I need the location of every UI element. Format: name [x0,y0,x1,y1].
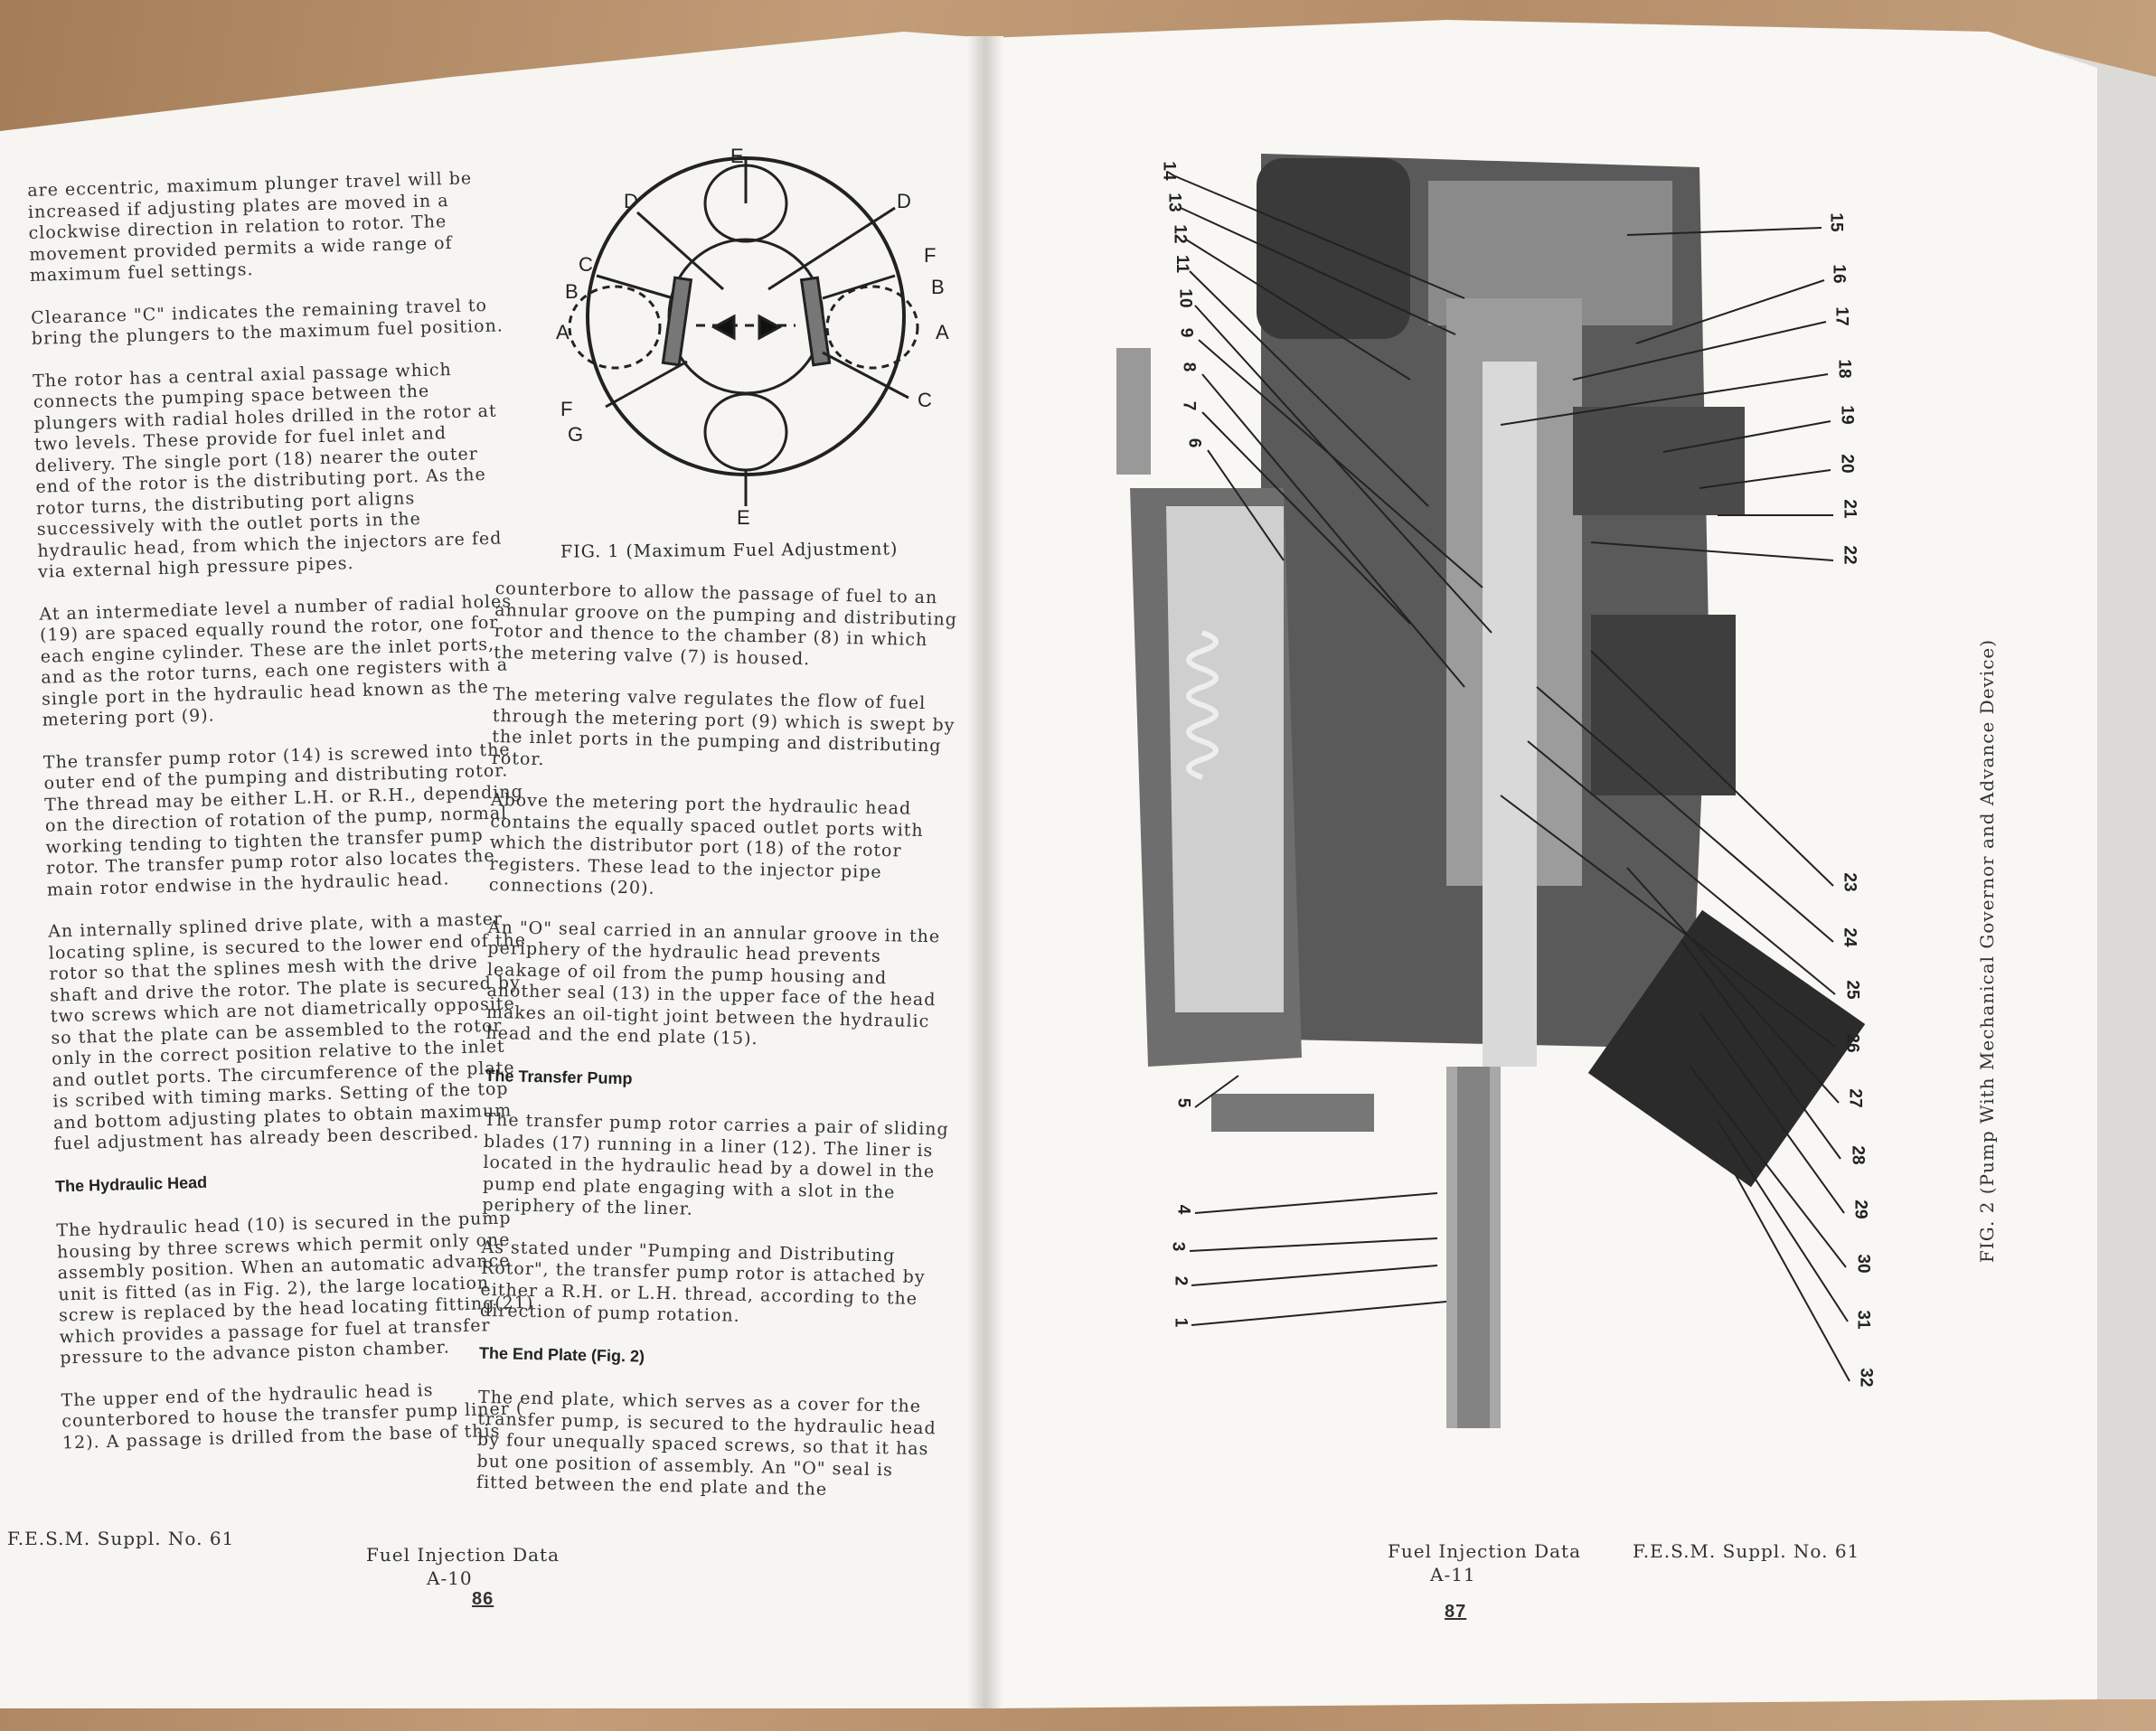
figure2-callout-number: 28 [1848,1145,1868,1165]
figure2-callout-number: 9 [1176,327,1196,338]
left-page-column-2: counterbore to allow the passage of fuel… [475,579,965,1524]
figure2-callout-number: 22 [1840,545,1859,565]
figure1-label: D [624,190,638,212]
paragraph: The transfer pump rotor carries a pair o… [482,1109,949,1219]
figure2-callout-number: 20 [1837,454,1857,474]
figure2-callout-number: 4 [1173,1204,1193,1215]
figure1-label: C [579,253,593,276]
figure1-label: F [924,244,937,267]
figure2-callout-number: 32 [1856,1368,1876,1388]
paragraph: As stated under "Pumping and Distributin… [479,1237,926,1326]
figure1-label: A [556,321,570,343]
figure2-callout-number: 15 [1826,212,1846,232]
paragraph: The upper end of the hydraulic head is c… [61,1379,524,1453]
figure2-callout-number: 18 [1834,359,1854,379]
paragraph: counterbore to allow the passage of fuel… [494,579,958,669]
figure2-callout-number: 14 [1159,161,1179,181]
figure1-label: E [730,145,744,167]
figure2-callout-number: 31 [1853,1310,1873,1330]
figure2-callout-number: 29 [1850,1199,1870,1219]
figure2-callout-number: 23 [1840,872,1859,892]
left-footer-title: Fuel Injection Data [366,1544,560,1566]
paragraph: Clearance "C" indicates the remaining tr… [30,295,504,349]
paragraph: Above the metering port the hydraulic he… [488,789,924,898]
paragraph: The rotor has a central axial passage wh… [32,359,503,582]
figure2-callout-number: 12 [1170,224,1190,244]
figure2-callout-number: 27 [1845,1088,1865,1108]
figure2-callout-number: 17 [1831,306,1851,326]
figure2-callout-number: 7 [1179,400,1199,411]
figure1-label: A [936,321,949,343]
left-page-number: 86 [472,1589,494,1609]
section-heading-transfer-pump: The Transfer Pump [485,1066,633,1087]
figure2-callout-number: 8 [1179,362,1199,372]
figure1-label: F [560,398,573,420]
figure2-callout-number: 19 [1837,405,1857,425]
left-footer-section: A-10 [427,1567,473,1589]
paragraph: At an intermediate level a number of rad… [39,590,513,730]
figure2-callout-number: 25 [1842,980,1862,1000]
figure2-callout-number: 10 [1175,288,1195,308]
figure2-callout-number: 30 [1853,1254,1873,1274]
figure2-callout-number: 6 [1184,437,1204,448]
figure2-callout-number: 3 [1168,1241,1188,1252]
left-footer-supplement: F.E.S.M. Suppl. No. 61 [7,1528,235,1549]
figure2-callout-number: 5 [1173,1097,1193,1108]
left-page [0,32,987,1708]
figure2-callout-number: 26 [1842,1033,1862,1053]
right-footer-section: A-11 [1430,1564,1476,1585]
paragraph: The transfer pump rotor (14) is screwed … [42,738,524,900]
paragraph: The hydraulic head (10) is secured in th… [56,1208,534,1369]
figure1-label: C [918,389,932,411]
left-page-column-1: are eccentric, maximum plunger travel wi… [27,167,542,1474]
figure2-callout-number: 24 [1840,927,1859,947]
figure1-label: B [931,276,945,298]
figure1-label: B [565,280,579,303]
paragraph: are eccentric, maximum plunger travel wi… [27,168,473,286]
paragraph: An internally splined drive plate, with … [47,908,527,1154]
figure1-label: E [737,506,750,529]
section-heading-hydraulic-head: The Hydraulic Head [54,1172,208,1196]
paragraph: The metering valve regulates the flow of… [491,683,956,769]
figure2-callout-number: 21 [1840,499,1859,519]
paragraph: An "O" seal carried in an annular groove… [485,917,941,1049]
figure1-label: D [897,190,911,212]
figure2-callout-number: 16 [1829,264,1849,284]
right-footer-supplement: F.E.S.M. Suppl. No. 61 [1633,1540,1860,1562]
figure2-callout-number: 2 [1171,1275,1191,1286]
figure1-diagram [568,156,919,506]
figure2-pump-illustration [1116,154,1866,1428]
figure2-callout-number: 1 [1171,1317,1191,1328]
figure2-callout-number: 11 [1172,254,1192,274]
figure2-callout-number: 13 [1164,193,1184,212]
book-gutter [967,36,1003,1708]
right-footer-title: Fuel Injection Data [1388,1540,1581,1562]
right-page-number: 87 [1445,1602,1467,1622]
section-heading-end-plate: The End Plate (Fig. 2) [478,1343,645,1366]
paragraph: The end plate, which serves as a cover f… [475,1387,937,1500]
figure2-caption: FIG. 2 (Pump With Mechanical Governor an… [1976,638,1998,1264]
figure1-caption: FIG. 1 (Maximum Fuel Adjustment) [560,539,899,562]
figure1-label: G [568,423,584,446]
